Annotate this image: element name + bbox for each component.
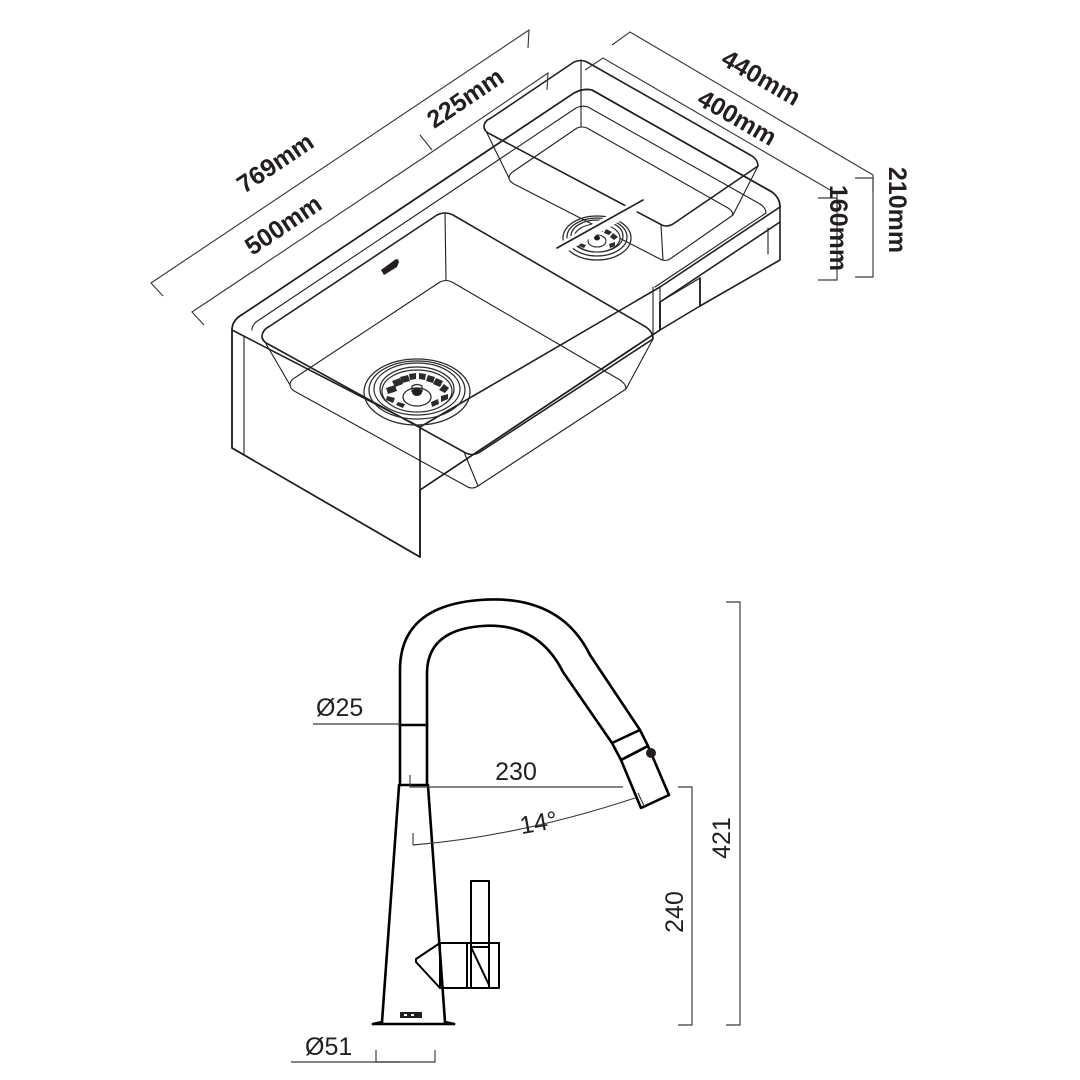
faucet-arc-outer xyxy=(398,598,642,732)
large-bowl-wall-right xyxy=(625,338,654,390)
large-bowl-wall-left xyxy=(261,336,291,386)
faucet-body-taper-left xyxy=(380,784,401,1024)
large-bowl-bottom xyxy=(289,279,627,489)
large-bowl-opening xyxy=(261,212,654,456)
faucet-neck-upper xyxy=(398,723,429,787)
dim-tick-14deg-right xyxy=(637,792,646,809)
sink-step-face xyxy=(659,277,701,331)
faucet-base-left-edge xyxy=(371,1020,384,1026)
faucet-dimension-labels: Ø25 230 14° 421 240 Ø51 xyxy=(305,694,736,1061)
spray-mode-button xyxy=(646,748,656,758)
large-bowl-wall-top xyxy=(444,212,447,281)
faucet-body-taper-right xyxy=(426,784,447,1024)
dim-line-160 xyxy=(818,197,838,281)
sink-body xyxy=(231,59,781,558)
dim-line-421 xyxy=(726,601,741,1026)
dim-line-400 xyxy=(584,57,838,212)
sink-rim-outer-outline xyxy=(231,88,781,558)
sink-left-side-face xyxy=(231,329,421,558)
handle-lever-stem xyxy=(470,946,490,989)
small-bowl-bottom xyxy=(508,126,734,262)
dim-label-210: 210mm xyxy=(883,167,911,253)
faucet-base-right-edge xyxy=(443,1020,456,1026)
sink-step-edge xyxy=(659,277,701,303)
small-bowl-drain xyxy=(556,199,644,261)
handle-lever xyxy=(470,880,490,948)
dim-tick-500-225 xyxy=(419,134,433,151)
small-bowl-wall-front xyxy=(660,224,664,261)
dim-label-160: 160mm xyxy=(824,185,852,271)
overflow-slot-icon xyxy=(381,259,399,275)
faucet-body xyxy=(371,598,671,1026)
dim-label-769: 769mm xyxy=(232,128,319,199)
dim-line-500 xyxy=(191,155,427,326)
dim-label-421: 421 xyxy=(708,817,736,859)
brand-mark-cut xyxy=(404,1014,414,1016)
drain-slots xyxy=(386,373,449,408)
faucet-arc-inner xyxy=(425,624,614,745)
large-bowl-wall-front xyxy=(463,451,479,487)
dim-label-230: 230 xyxy=(495,758,537,786)
small-bowl-opening xyxy=(483,59,759,227)
small-bowl-wall-right xyxy=(732,165,759,216)
handle-lever-shade xyxy=(470,946,490,986)
dim-line-240 xyxy=(678,786,693,1026)
dim-label-225: 225mm xyxy=(422,63,509,134)
sink-rim-top-face xyxy=(231,88,781,428)
dim-label-240: 240 xyxy=(661,891,689,933)
dim-label-14deg: 14° xyxy=(518,806,560,840)
handle-housing xyxy=(439,942,500,989)
dim-line-d51-base xyxy=(375,1050,436,1063)
dim-label-d25: Ø25 xyxy=(316,694,363,722)
faucet-dimension-lines xyxy=(291,601,741,1063)
sink-rim-inner-line xyxy=(251,105,767,331)
dim-line-769 xyxy=(150,28,530,297)
handle-housing-front-wedge xyxy=(415,942,441,989)
dim-arc-14deg xyxy=(412,797,636,846)
spray-head-body xyxy=(619,744,671,810)
dim-label-d51: Ø51 xyxy=(305,1033,352,1061)
dim-line-210 xyxy=(855,177,874,278)
overflow-slot-detail xyxy=(394,259,399,262)
sink-dimension-lines-vertical xyxy=(818,177,874,281)
large-bowl-drain xyxy=(363,358,471,426)
small-bowl-wall-left xyxy=(483,126,510,179)
sink-dimension-lines-left xyxy=(150,28,549,326)
sink-front-right-face xyxy=(419,301,661,558)
dim-line-225 xyxy=(425,71,549,157)
